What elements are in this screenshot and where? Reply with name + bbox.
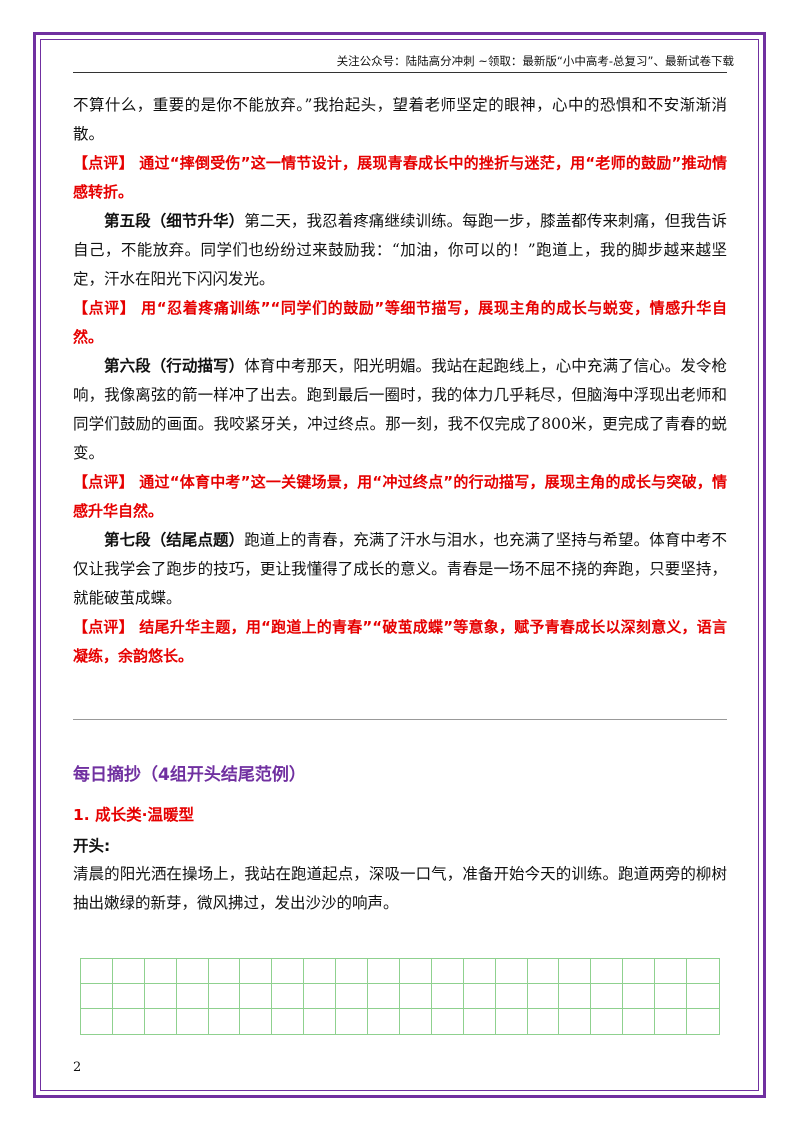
grid-cell: [240, 984, 273, 1009]
grid-cell: [272, 959, 305, 984]
grid-cell: [559, 984, 592, 1009]
grid-cell: [209, 1009, 241, 1034]
opening-text: 清晨的阳光洒在操场上，我站在跑道起点，深吸一口气，准备开始今天的训练。跑道两旁的…: [73, 865, 727, 912]
grid-cell: [144, 959, 177, 984]
paragraph-7-lead: 第七段（结尾点题）: [104, 531, 245, 549]
opening-label: 开头:: [73, 837, 111, 855]
grid-cell: [527, 959, 560, 984]
grid-cell: [208, 984, 241, 1009]
opening-text-block: 清晨的阳光洒在操场上，我站在跑道起点，深吸一口气，准备开始今天的训练。跑道两旁的…: [73, 860, 727, 918]
grid-cell: [399, 959, 432, 984]
grid-cell: [368, 959, 400, 984]
grid-cell: [431, 984, 464, 1009]
grid-cell: [655, 984, 688, 1009]
comment-2: 【点评】 用“忍着疼痛训练”“同学们的鼓励”等细节描写，展现主角的成长与蜕变，情…: [73, 299, 727, 346]
grid-cell: [336, 1009, 369, 1034]
essay-body: 不算什么，重要的是你不能放弃。”我抬起头，望着老师坚定的眼神，心中的恐惧和不安渐…: [73, 91, 727, 671]
grid-cell: [176, 959, 209, 984]
grid-cell: [368, 984, 400, 1009]
grid-cell: [304, 959, 337, 984]
paragraph-5-text: 第二天，我忍着疼痛继续训练。每跑一步，膝盖都传来刺痛，但我告诉自己，不能放弃。同…: [73, 212, 727, 288]
grid-cell: [559, 1009, 592, 1034]
grid-cell: [623, 984, 656, 1009]
grid-cell: [591, 959, 624, 984]
grid-cell: [495, 959, 528, 984]
grid-cell: [112, 984, 145, 1009]
grid-cell: [336, 984, 369, 1009]
paragraph-5: 第五段（细节升华）第二天，我忍着疼痛继续训练。每跑一步，膝盖都传来刺痛，但我告诉…: [73, 207, 727, 294]
grid-cell: [145, 1009, 177, 1034]
page-number: 2: [73, 1060, 82, 1075]
grid-cell: [432, 1009, 464, 1034]
grid-cell: [176, 984, 209, 1009]
grid-cell: [623, 1009, 656, 1034]
grid-cell: [113, 1009, 145, 1034]
grid-cell: [112, 959, 145, 984]
comment-3: 【点评】 通过“体育中考”这一关键场景，用“冲过终点”的行动描写，展现主角的成长…: [73, 473, 727, 520]
grid-cell: [496, 1009, 528, 1034]
paragraph-6-text: 体育中考那天，阳光明媚。我站在起跑线上，心中充满了信心。发令枪响，我像离弦的箭一…: [73, 357, 727, 462]
grid-cell: [272, 984, 305, 1009]
grid-cell: [655, 959, 688, 984]
grid-cell: [591, 984, 624, 1009]
grid-cell: [559, 959, 592, 984]
grid-cell: [304, 1009, 337, 1034]
writing-grid: [80, 958, 720, 1035]
grid-cell: [400, 1009, 432, 1034]
grid-cell: [527, 984, 560, 1009]
grid-cell: [591, 1009, 624, 1034]
grid-cell: [81, 984, 113, 1009]
grid-cell: [687, 1009, 719, 1034]
page-frame-outer: [33, 32, 766, 1098]
section-divider: [73, 719, 727, 720]
paragraph-6: 第六段（行动描写）体育中考那天，阳光明媚。我站在起跑线上，心中充满了信心。发令枪…: [73, 352, 727, 468]
paragraph-7-text: 跑道上的青春，充满了汗水与泪水，也充满了坚持与希望。体育中考不仅让我学会了跑步的…: [73, 531, 727, 607]
paragraph-6-lead: 第六段（行动描写）: [104, 357, 245, 375]
section-subtitle: 1. 成长类·温暖型: [73, 806, 194, 824]
comment-4: 【点评】 结尾升华主题，用“跑道上的青春”“破茧成蝶”等意象，赋予青春成长以深刻…: [73, 618, 727, 665]
page-frame-inner: [40, 39, 759, 1091]
grid-cell: [687, 959, 719, 984]
grid-cell: [240, 959, 273, 984]
grid-cell: [336, 959, 369, 984]
grid-cell: [495, 984, 528, 1009]
grid-cell: [431, 959, 464, 984]
paragraph-continuation: 不算什么，重要的是你不能放弃。”我抬起头，望着老师坚定的眼神，心中的恐惧和不安渐…: [73, 96, 727, 143]
grid-cell: [208, 959, 241, 984]
grid-cell: [528, 1009, 560, 1034]
grid-cell: [623, 959, 656, 984]
page-header: 关注公众号：陆陆高分冲刺 ~领取：最新版“小中高考-总复习”、最新试卷下载: [336, 54, 734, 68]
paragraph-5-lead: 第五段（细节升华）: [104, 212, 245, 230]
grid-cell: [81, 1009, 113, 1034]
section-title: 每日摘抄（4组开头结尾范例）: [73, 765, 306, 785]
grid-cell: [144, 984, 177, 1009]
paragraph-7: 第七段（结尾点题）跑道上的青春，充满了汗水与泪水，也充满了坚持与希望。体育中考不…: [73, 526, 727, 613]
grid-cell: [655, 1009, 688, 1034]
grid-cell: [368, 1009, 400, 1034]
comment-1: 【点评】 通过“摔倒受伤”这一情节设计，展现青春成长中的挫折与迷茫，用“老师的鼓…: [73, 154, 727, 201]
grid-cell: [399, 984, 432, 1009]
grid-cell: [463, 959, 496, 984]
header-rule: [73, 72, 727, 73]
grid-cell: [463, 984, 496, 1009]
grid-cell: [464, 1009, 496, 1034]
grid-cell: [81, 959, 113, 984]
grid-cell: [177, 1009, 209, 1034]
grid-cell: [304, 984, 337, 1009]
grid-cell: [272, 1009, 305, 1034]
grid-cell: [687, 984, 719, 1009]
grid-cell: [240, 1009, 273, 1034]
